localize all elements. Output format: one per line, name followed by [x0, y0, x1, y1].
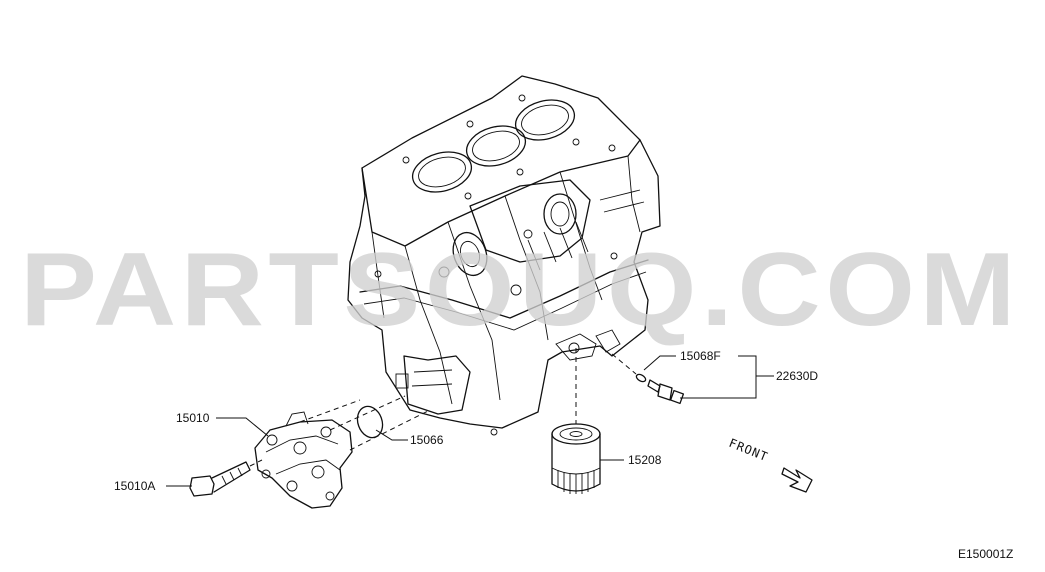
front-label: FRONT — [727, 436, 770, 464]
pump-bolt-drawing — [189, 459, 263, 497]
label-15066: 15066 — [410, 433, 444, 447]
label-15010: 15010 — [176, 411, 210, 425]
front-arrow-icon — [781, 467, 813, 493]
label-15068f: 15068F — [680, 349, 721, 363]
oil-pump-drawing — [254, 395, 431, 509]
label-15010a: 15010A — [114, 479, 155, 493]
cylinder-block-drawing — [347, 75, 661, 436]
label-22630d: 22630D — [776, 369, 818, 383]
leader-lines — [166, 355, 774, 487]
gasket-drawing — [356, 405, 384, 439]
label-15208: 15208 — [628, 453, 662, 467]
watermark: PARTSOUQ.COM — [20, 232, 1020, 348]
diagram-code: E150001Z — [958, 547, 1013, 561]
oil-filter-drawing — [551, 348, 601, 494]
oil-pressure-switch-drawing — [611, 353, 685, 405]
